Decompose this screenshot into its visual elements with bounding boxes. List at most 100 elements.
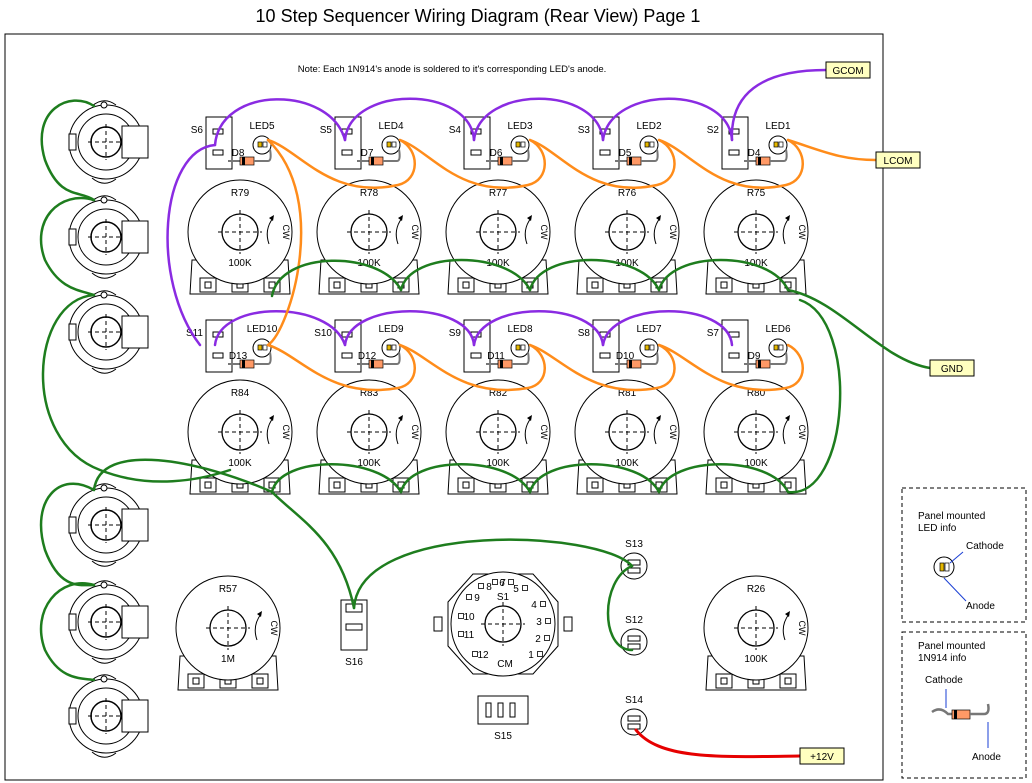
wire-orange-top-bottom	[266, 138, 303, 347]
page-title: 10 Step Sequencer Wiring Diagram (Rear V…	[256, 6, 701, 26]
led-cathode-pin	[262, 141, 268, 148]
wire-green-jack-3-pot	[41, 293, 232, 483]
pot-value: 100K	[744, 458, 768, 469]
s15-switch: S15	[477, 695, 529, 742]
info-diode-lead-right	[970, 703, 990, 716]
wire-green-s16-s13	[352, 538, 634, 610]
wire-purple-s10-s9	[343, 310, 476, 347]
led-label: LED4	[378, 121, 403, 132]
pot-cw-label: CW	[668, 225, 678, 240]
switch-label: S5	[320, 125, 333, 136]
led-anode-pin	[386, 141, 392, 148]
jack-ground-lug	[68, 613, 77, 631]
pushbutton-body	[620, 628, 648, 656]
led-anode-pin	[386, 344, 392, 351]
pot-label: R78	[360, 188, 379, 199]
info-led-cathode-pin	[944, 562, 950, 572]
rotary-pin-7	[492, 579, 498, 585]
info-title-line2: LED info	[918, 523, 957, 534]
wire-orange-led9-led8	[398, 343, 546, 392]
diode-lead-right	[641, 351, 659, 365]
info-diode-anode-label: Anode	[972, 752, 1001, 763]
diode-lead-right	[383, 351, 401, 365]
toggle-switch	[721, 116, 749, 170]
jack-ground-lug	[68, 228, 77, 246]
jack-sleeve-lug	[91, 367, 117, 374]
switch-lug-bottom	[470, 149, 482, 156]
s16-lug-bottom	[345, 623, 363, 631]
diode-label: D10	[616, 351, 635, 362]
pot-value: 100K	[744, 654, 768, 665]
pot-label: R77	[489, 188, 508, 199]
diode-cathode-band	[242, 157, 245, 165]
pot-cw-arrowhead	[269, 415, 274, 421]
pot-value: 100K	[744, 258, 768, 269]
led-cathode-pin	[649, 141, 655, 148]
led-label: LED3	[507, 121, 532, 132]
switch-lug-bottom	[599, 352, 611, 359]
wire-purple-s4-s3	[472, 97, 605, 142]
wire-purple-s3-s2	[601, 97, 734, 142]
pot-cw-arrow	[524, 217, 532, 245]
wire-orange-led5-led4	[266, 138, 416, 189]
pot-cw-arrowhead	[398, 215, 403, 221]
rotary-pin-12	[472, 651, 478, 657]
wire-green-pot-r83-r82	[399, 463, 532, 494]
pot-value: 100K	[486, 458, 510, 469]
pot-lug-left-hole	[720, 481, 728, 489]
info-diode-cathode-label: Cathode	[925, 675, 963, 686]
info-box-frame	[901, 631, 1027, 779]
pot-lug-left-hole	[192, 677, 200, 685]
wire-green-gnd	[786, 288, 932, 370]
wire-green-pot-r78-r77	[399, 258, 532, 292]
pot-cw-arrow	[653, 417, 661, 445]
pot-cw-arrowhead	[527, 215, 532, 221]
pot-value: 100K	[486, 258, 510, 269]
pot-value: 100K	[357, 258, 381, 269]
toggle-switch	[592, 319, 620, 373]
pot-value: 100K	[228, 258, 252, 269]
pot-lug-left-hole	[462, 481, 470, 489]
wire-green-pot-r77-r76	[528, 258, 661, 292]
diode-cathode-band	[500, 360, 503, 368]
diode-cathode-band	[500, 157, 503, 165]
wire-purple-s11-s10	[213, 310, 347, 347]
rotary-number-12: 12	[477, 650, 489, 661]
jack-switch-tab	[121, 220, 149, 254]
wire-purple-s5-s4	[343, 97, 476, 142]
pot-cw-arrowhead	[527, 415, 532, 421]
rotary-number-3: 3	[536, 617, 542, 628]
led-label: LED2	[636, 121, 661, 132]
pushbutton-lug-bottom	[627, 643, 641, 650]
pot-cw-arrow	[653, 217, 661, 245]
toggle-switch	[334, 319, 362, 373]
pot-label: R75	[747, 188, 766, 199]
pushbutton-body	[620, 552, 648, 580]
tag-label: GCOM	[832, 66, 863, 77]
wire-green-pot-r81-r80	[657, 463, 790, 494]
wire-green-jack-5-6	[39, 582, 96, 682]
pot-cw-arrow	[395, 217, 403, 245]
pot-lug-right-hole	[784, 677, 792, 685]
pot-cw-arrowhead	[785, 415, 790, 421]
pushbutton-lug-bottom	[627, 723, 641, 730]
diode-lead-right	[641, 148, 659, 162]
diode-cathode-band	[758, 360, 761, 368]
switch-label: S7	[707, 328, 720, 339]
led-label: LED1	[765, 121, 790, 132]
jack-tip-hole	[100, 291, 108, 299]
diode-label: D13	[229, 351, 248, 362]
pot-cw-arrowhead	[398, 415, 403, 421]
pot-lug-right-hole	[784, 481, 792, 489]
wire-purple-s9-s8	[472, 310, 605, 347]
info-diode-lead-left	[931, 708, 958, 716]
jack-sleeve-lug	[91, 177, 117, 184]
